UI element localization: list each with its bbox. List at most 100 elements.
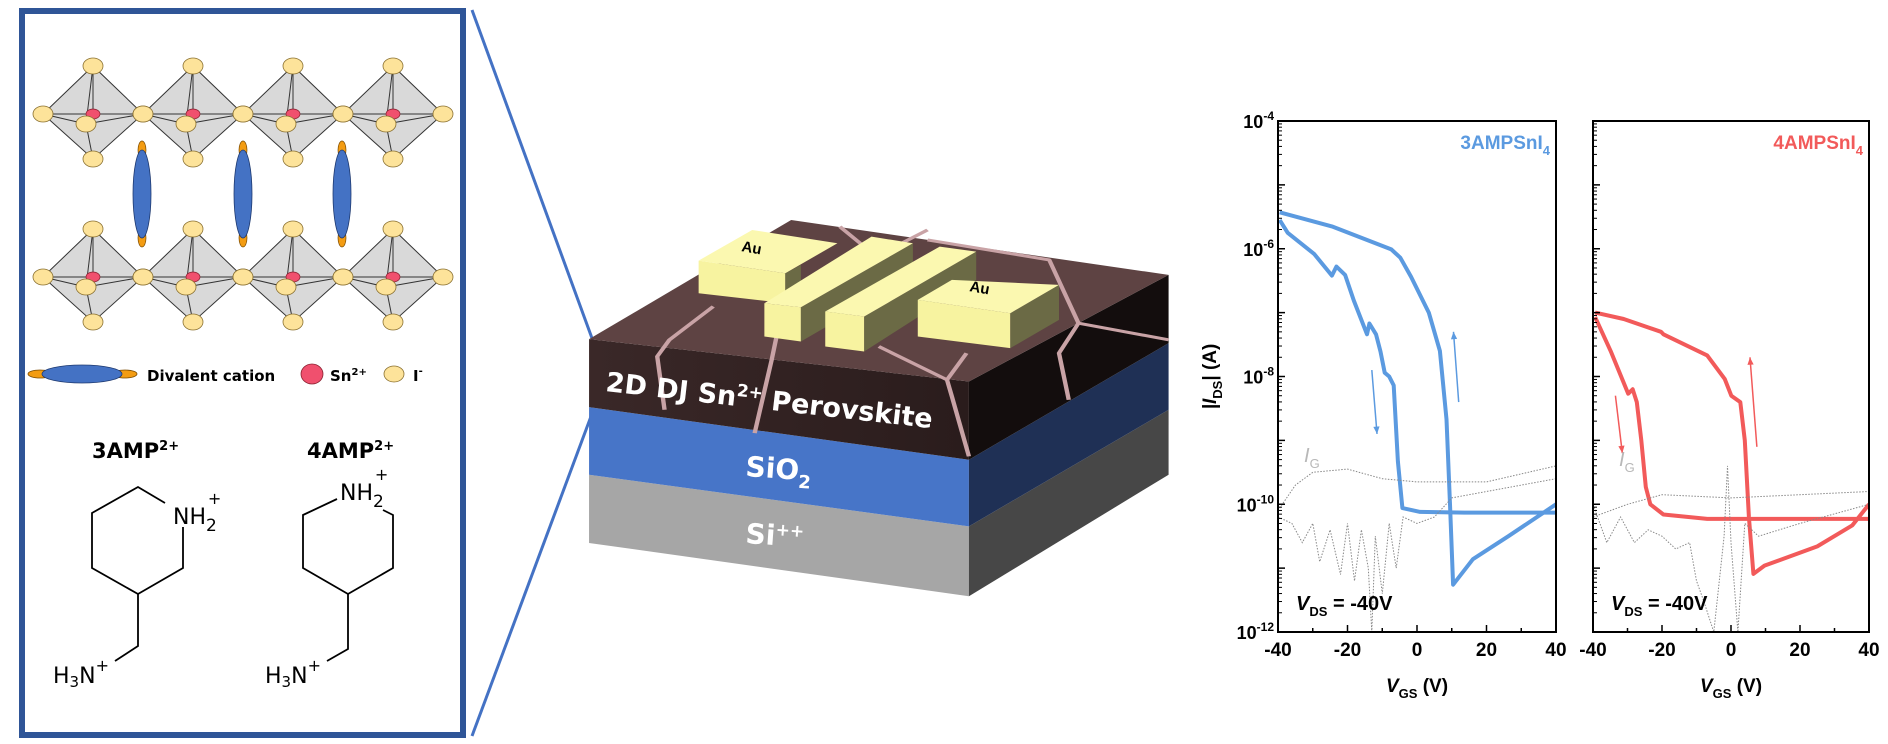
ids-trace xyxy=(1594,310,1869,576)
iodide-atom-icon xyxy=(82,313,104,331)
iodide-atom-icon xyxy=(382,220,404,238)
iodide-atom-icon xyxy=(182,313,204,331)
ig-label: IG xyxy=(1619,449,1635,475)
iodide-atom-icon xyxy=(175,115,197,133)
x-axis-label: VGS (V) xyxy=(1700,676,1762,701)
octahedra-layers xyxy=(32,57,454,331)
sweep-arrow xyxy=(1614,395,1624,454)
iodide-atom-icon xyxy=(375,115,397,133)
au-electrode-right-shape xyxy=(825,246,1060,352)
side-chain-bond xyxy=(114,594,139,662)
si-label: Si++ xyxy=(745,517,805,554)
legend-cation-label: Divalent cation xyxy=(147,367,275,385)
iodide-atom-icon xyxy=(182,150,204,168)
perovskite-layer-side xyxy=(968,274,1169,460)
axes-frame xyxy=(1592,120,1870,633)
sweep-arrow xyxy=(1371,370,1378,435)
x-tick-label: -40 xyxy=(1579,640,1606,661)
octahedron xyxy=(332,220,454,331)
nh2-group: NH2+ xyxy=(173,489,221,536)
perovskite-layer-front xyxy=(589,339,969,460)
iodide-atom-icon xyxy=(432,105,454,123)
plot-area xyxy=(1593,310,1869,632)
plot-area xyxy=(1278,210,1556,632)
au-label-right: Au xyxy=(968,278,991,298)
molecule-name: 4AMP2+ xyxy=(307,439,394,463)
iodide-atom-icon xyxy=(375,278,397,296)
cation-legend-icon xyxy=(41,364,123,384)
au-label-left: Au xyxy=(740,238,763,258)
divalent-cations xyxy=(132,140,352,248)
x-tick-label: 20 xyxy=(1476,640,1497,661)
chart-title: 4AMPSnI4 xyxy=(1773,133,1863,158)
iodide-atom-icon xyxy=(182,220,204,238)
cation-icon xyxy=(233,149,253,239)
vds-annotation: VDS = -40V xyxy=(1296,593,1393,619)
chart-title: 3AMPSnI4 xyxy=(1460,133,1550,158)
iodide-atom-icon xyxy=(82,150,104,168)
molecule-name: 3AMP2+ xyxy=(92,439,179,463)
ids-trace xyxy=(1593,316,1869,521)
iodide-atom-icon xyxy=(32,268,54,286)
cation xyxy=(132,140,152,248)
iodide-atom-icon xyxy=(75,115,97,133)
iodide-atom-icon xyxy=(82,57,104,75)
x-tick-label: 0 xyxy=(1726,640,1737,661)
arrow-head-icon xyxy=(1618,445,1625,454)
iodide-atom-icon xyxy=(382,57,404,75)
arrow-head-icon xyxy=(1450,331,1458,340)
iodide-atom-icon xyxy=(82,220,104,238)
x-tick-label: 20 xyxy=(1789,640,1810,661)
cation xyxy=(332,140,352,248)
iodide-atom-icon xyxy=(275,115,297,133)
molecule-4amp: 4AMP2+ NH2+ H3N+ xyxy=(265,439,394,691)
side-chain-bond xyxy=(326,594,349,662)
ig-trace xyxy=(1278,478,1556,632)
iodide-atom-icon xyxy=(382,313,404,331)
arrow-head-icon xyxy=(1747,357,1754,365)
arrow-head-icon xyxy=(1373,426,1380,434)
device-stack: Au Au 2D DJ Sn2+ Perovskite SiO2 Si++ xyxy=(589,219,1170,597)
sio2-layer-side xyxy=(968,343,1169,527)
ids-trace xyxy=(1279,210,1556,587)
iodide-atom-icon xyxy=(232,268,254,286)
sweep-arrow xyxy=(1749,357,1758,447)
sweep-arrow xyxy=(1452,331,1460,403)
iodide-atom-icon xyxy=(32,105,54,123)
iodide-atom-icon xyxy=(282,150,304,168)
iodide-atom-icon xyxy=(275,278,297,296)
y-tick-label: 10-6 xyxy=(1243,237,1274,260)
vds-annotation: VDS = -40V xyxy=(1611,593,1708,619)
y-axis-label: |IDS| (A) xyxy=(1200,344,1225,410)
x-axis-label: VGS (V) xyxy=(1386,676,1448,701)
structure-panel: Divalent cation Sn2+ I- 3AMP2+ NH2+ H3N+… xyxy=(19,8,466,738)
iodide-atom-icon xyxy=(182,57,204,75)
iodide-atom-icon xyxy=(132,105,154,123)
iodide-atom-icon xyxy=(382,150,404,168)
iodide-atom-icon xyxy=(282,57,304,75)
cation xyxy=(233,140,253,248)
iodide-atom-icon xyxy=(282,313,304,331)
x-tick-label: 40 xyxy=(1545,640,1566,661)
h3n-group: H3N+ xyxy=(265,656,321,691)
ig-trace xyxy=(1593,491,1869,518)
x-tick-label: -20 xyxy=(1334,640,1361,661)
cation-icon xyxy=(132,149,152,239)
x-tick-label: -20 xyxy=(1648,640,1675,661)
iodide-atom-icon xyxy=(432,268,454,286)
zoom-connector-bottom xyxy=(470,410,595,737)
sn-legend-icon xyxy=(300,363,324,385)
si-layer-front xyxy=(589,474,969,597)
octahedron xyxy=(332,57,454,168)
nh2-group: NH2+ xyxy=(340,465,388,512)
cation-icon xyxy=(332,149,352,239)
ig-label: IG xyxy=(1304,445,1320,471)
molecule-3amp: 3AMP2+ NH2+ H3N+ xyxy=(53,439,221,691)
si-layer-side xyxy=(968,409,1169,597)
axes-frame xyxy=(1277,120,1557,633)
ig-trace xyxy=(1278,465,1556,511)
y-tick-label: 10-12 xyxy=(1237,620,1275,643)
octahedron xyxy=(132,57,254,168)
legend-i-label: I- xyxy=(413,366,423,385)
